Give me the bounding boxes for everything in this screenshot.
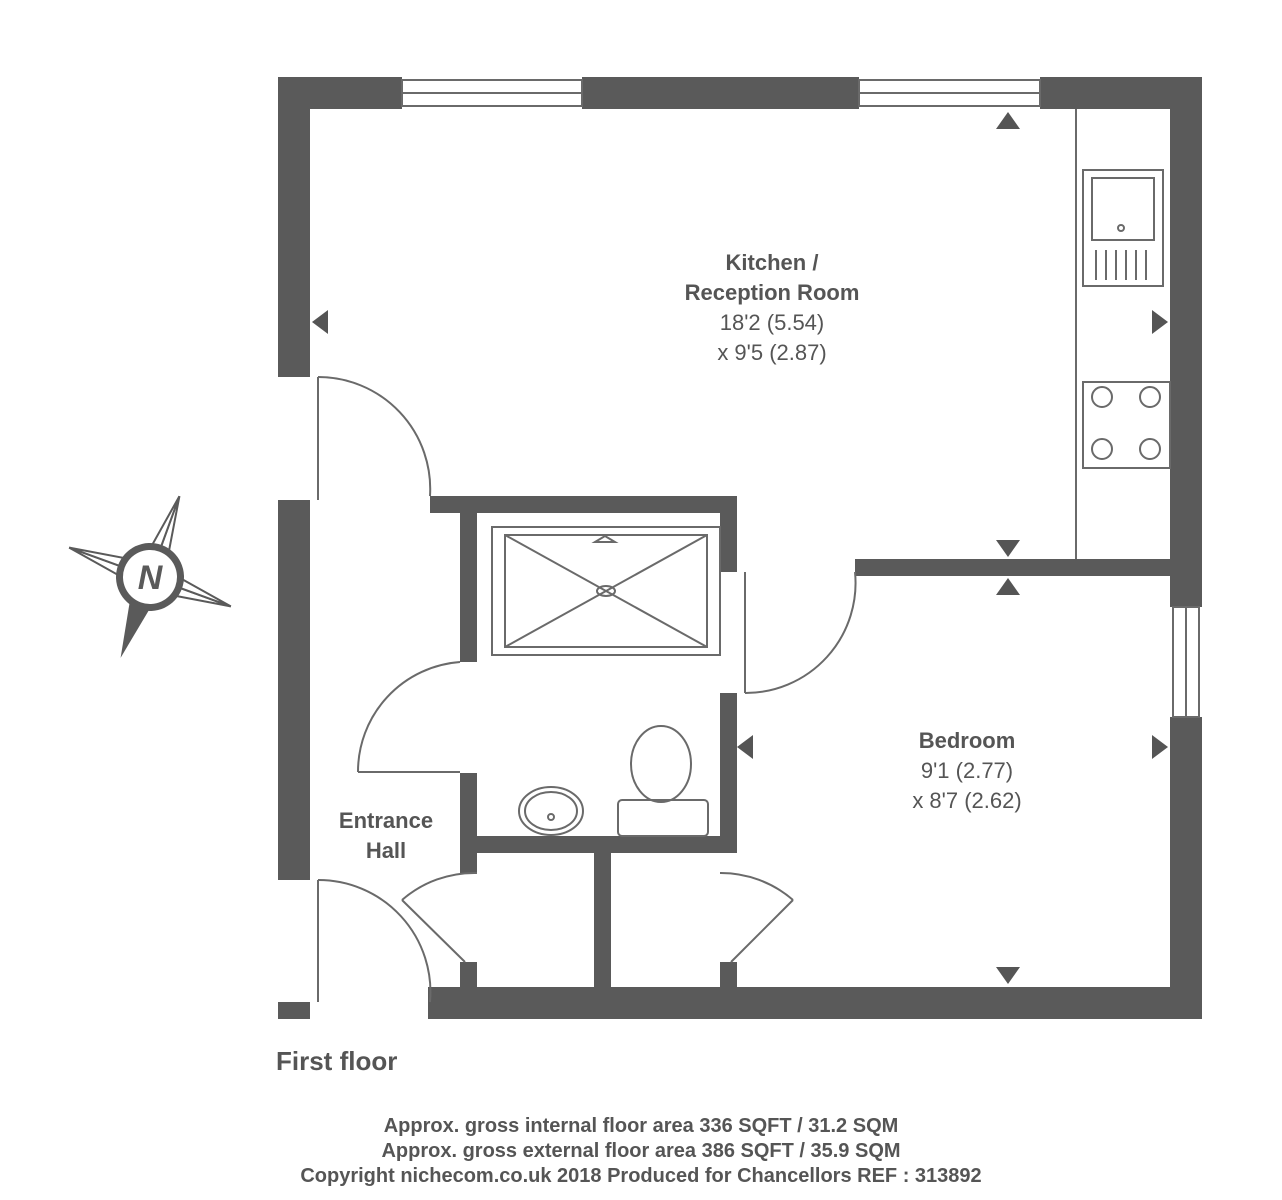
external-area-text: Approx. gross external floor area 386 SQ…	[381, 1140, 901, 1162]
door-swings	[317, 375, 857, 1003]
bathroom-fixtures	[491, 526, 721, 837]
hall-name-line1: Entrance	[339, 808, 433, 833]
north-compass-icon: N	[68, 495, 232, 658]
copyright-text: Copyright nichecom.co.uk 2018 Produced f…	[300, 1165, 982, 1187]
floor-label: First floor	[276, 1046, 398, 1076]
shower-tray	[491, 526, 721, 656]
hob	[1082, 381, 1171, 469]
kitchen-fixtures	[1075, 109, 1171, 559]
basin	[518, 786, 584, 836]
bedroom-dimension-2: x 8'7 (2.62)	[912, 788, 1021, 813]
kitchen-dimension-2: x 9'5 (2.87)	[717, 340, 826, 365]
kitchen-name-line2: Reception Room	[685, 280, 860, 305]
bedroom-name: Bedroom	[919, 728, 1016, 753]
hall-name-line2: Hall	[366, 838, 406, 863]
toilet	[617, 725, 709, 837]
footer: Approx. gross internal floor area 336 SQ…	[0, 1114, 1282, 1189]
dimension-markers	[312, 112, 1168, 984]
kitchen-name-line1: Kitchen /	[726, 250, 819, 275]
windows	[401, 79, 1200, 718]
kitchen-dimension-1: 18'2 (5.54)	[720, 310, 825, 335]
internal-area-text: Approx. gross internal floor area 336 SQ…	[383, 1115, 899, 1137]
sink	[1082, 169, 1164, 287]
floor-plan: Kitchen / Reception Room 18'2 (5.54) x 9…	[68, 77, 1202, 1019]
bedroom-dimension-1: 9'1 (2.77)	[921, 758, 1013, 783]
room-labels: Kitchen / Reception Room 18'2 (5.54) x 9…	[339, 250, 1022, 863]
compass-letter: N	[138, 559, 164, 597]
walls	[278, 77, 1202, 1019]
